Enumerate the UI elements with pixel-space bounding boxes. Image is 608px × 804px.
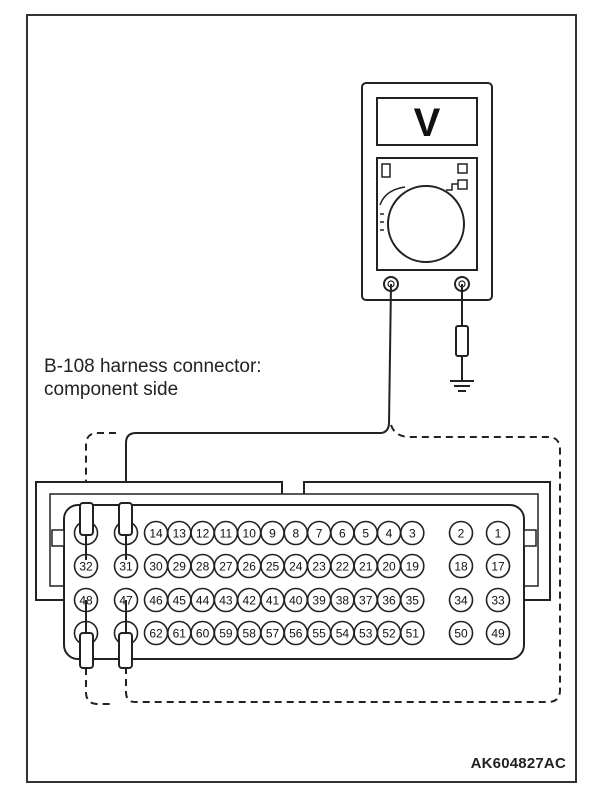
meter-display [376,97,478,146]
pin-label: 53 [359,627,373,641]
pin-label: 35 [406,594,420,608]
pin-label: 33 [491,594,505,608]
pin-label: 45 [173,594,187,608]
pin-label: 46 [149,594,163,608]
pin-label: 11 [220,527,233,541]
voltage-symbol: V [414,101,441,145]
harness-dashed-outline [85,432,116,505]
backprobe-icon [118,632,133,669]
pin-label: 40 [289,594,303,608]
ground-probe-icon [455,325,469,357]
diagram-frame [26,14,577,783]
pin-label: 37 [359,594,373,608]
pin-label: 7 [316,527,323,541]
pin-label: 28 [196,560,210,574]
pin-label: 1 [495,527,502,541]
pin-label: 41 [266,594,280,608]
pin-label: 57 [266,627,280,641]
pin-label: 59 [219,627,233,641]
pin-label: 52 [382,627,396,641]
pin-label: 21 [359,560,373,574]
pin-label: 13 [173,527,187,541]
pin-label: 14 [149,527,163,541]
pin-label: 10 [243,527,257,541]
figure-code: AK604827AC [470,755,566,772]
pin-label: 2 [458,527,465,541]
pin-label: 42 [243,594,257,608]
backprobe-icon [79,502,94,536]
pin-label: 23 [312,560,326,574]
caption-line-1: B-108 harness connector: [44,356,262,377]
connector-pin [448,520,474,546]
pin-label: 62 [149,627,163,641]
pin-label: 43 [219,594,233,608]
connector-pin [399,620,425,646]
pin-label: 39 [312,594,326,608]
connector-pin [485,520,511,546]
connector-latch-icon [51,529,65,547]
pin-label: 4 [386,527,393,541]
multimeter: V [361,82,493,301]
pin-label: 54 [336,627,350,641]
connector-pin [399,520,425,546]
pin-label: 25 [266,560,280,574]
pin-label: 55 [312,627,326,641]
pin-label: 29 [173,560,187,574]
pin-label: 49 [491,627,505,641]
connector-pin [485,587,511,613]
harness-dashed-outline [125,424,561,703]
pin-label: 19 [406,560,420,574]
connector-pin [448,587,474,613]
range-indicator-icon [457,163,468,174]
connector-pin [448,553,474,579]
pin-label: 58 [243,627,257,641]
connector-latch-icon [523,529,537,547]
pin-label: 36 [382,594,396,608]
connector-pin [485,620,511,646]
pin-label: 56 [289,627,303,641]
pin-label: 26 [243,560,257,574]
pin-label: 30 [149,560,163,574]
pin-label: 31 [119,560,133,574]
harness-dashed-outline [85,668,112,705]
connector-pin [485,553,511,579]
pin-label: 5 [362,527,369,541]
backprobes [79,502,133,669]
ground-lead [450,284,474,392]
pin-label: 32 [79,560,93,574]
pin-label: 51 [406,627,420,641]
connector-pin [399,553,425,579]
caption-line-2: component side [44,379,179,400]
connector-pin [399,587,425,613]
backprobe-icon [118,502,133,536]
selector-dial-icon [387,185,465,263]
backprobe-icon [79,632,94,669]
pin-label: 3 [409,527,416,541]
pin-label: 18 [454,560,468,574]
pin-label: 17 [491,560,505,574]
pin-label: 22 [336,560,350,574]
pin-label: 61 [173,627,187,641]
pin-label: 38 [336,594,350,608]
pin-label: 44 [196,594,210,608]
pin-label: 34 [454,594,468,608]
mode-indicator-icon [381,163,391,178]
pin-label: 24 [289,560,303,574]
pin-label: 20 [382,560,396,574]
pin-label: 9 [269,527,276,541]
pin-label: 50 [454,627,468,641]
pin-label: 27 [219,560,233,574]
pin-label: 8 [292,527,299,541]
range-indicator-icon [457,179,468,190]
test-lead-wire [125,283,392,508]
connector-pin [448,620,474,646]
pin-label: 12 [196,527,210,541]
pin-label: 6 [339,527,346,541]
pin-label: 60 [196,627,210,641]
connector-caption: B-108 harness connector: component side [44,355,262,401]
